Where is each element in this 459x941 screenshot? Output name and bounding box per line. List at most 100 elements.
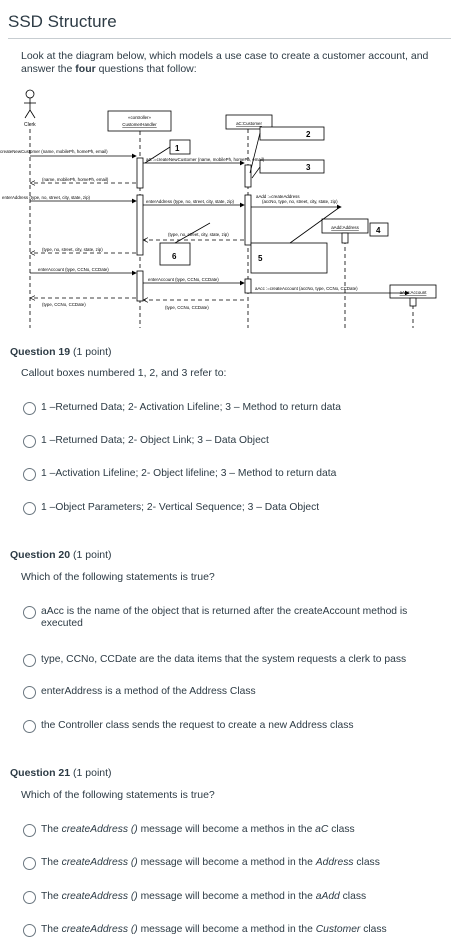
option-text: class: [360, 924, 387, 935]
question-21-heading: Question 21 (1 point): [10, 767, 112, 779]
q21-option-3[interactable]: The createAddress () message will become…: [23, 891, 443, 904]
callout-box-4: [369, 222, 389, 237]
actor-label: Clerk: [24, 122, 36, 128]
callout-number-5: 5: [258, 254, 263, 263]
option-text: The: [41, 857, 62, 868]
message-label: (type, CCNo, CCDate): [42, 302, 86, 307]
message-label: (type, CCNo, CCDate): [165, 305, 209, 310]
radio-button[interactable]: [23, 720, 36, 733]
option-text-italic: Address: [315, 857, 354, 868]
option-text-italic: aC: [315, 824, 329, 835]
radio-button[interactable]: [23, 654, 36, 667]
q19-option-1[interactable]: 1 –Returned Data; 2- Activation Lifeline…: [23, 402, 443, 415]
q21-option-4[interactable]: The createAddress () message will become…: [23, 924, 443, 937]
option-text: message will become a method in the: [137, 891, 316, 902]
intro-part: questions that follow:: [95, 63, 197, 75]
message-label: enterAccount (type, CCNo, CCDate): [38, 267, 109, 272]
q20-option-3[interactable]: enterAddress is a method of the Address …: [23, 686, 443, 699]
radio-button[interactable]: [23, 402, 36, 415]
option-text-italic: Customer: [315, 924, 361, 935]
radio-button[interactable]: [23, 924, 36, 937]
title-divider: [8, 38, 451, 39]
message-label: enterAddress (type, no, street, city, st…: [146, 199, 235, 204]
q20-option-1[interactable]: aAcc is the name of the object that is r…: [23, 606, 443, 630]
callout-box-2: [259, 126, 325, 141]
q19-option-3[interactable]: 1 –Activation Lifeline; 2- Object lifeli…: [23, 468, 443, 481]
message-label: enterAddress (type, no, street, city, st…: [2, 195, 91, 200]
question-number: Question 20: [10, 549, 71, 561]
option-label: 1 –Returned Data; 2- Object Link; 3 – Da…: [41, 435, 269, 446]
option-label: 1 –Activation Lifeline; 2- Object lifeli…: [41, 468, 337, 479]
radio-button[interactable]: [23, 686, 36, 699]
radio-button[interactable]: [23, 502, 36, 515]
option-text: The: [41, 824, 62, 835]
controller-name: CustomerHandler: [122, 122, 157, 127]
option-text: message will become a method in the: [137, 924, 316, 935]
message-label: (name, mobilePh, homePh, email): [42, 177, 109, 182]
callout-number-2: 2: [306, 130, 311, 139]
question-number: Question 19: [10, 346, 71, 358]
option-text-italic: aAdd: [315, 891, 340, 902]
q19-option-4[interactable]: 1 –Object Parameters; 2- Vertical Sequen…: [23, 502, 443, 515]
option-text: class: [339, 891, 367, 902]
callout-number-4: 4: [376, 226, 381, 235]
option-text-italic: createAddress (): [61, 891, 138, 902]
callout-number-6: 6: [172, 252, 177, 261]
question-19-text: Callout boxes numbered 1, 2, and 3 refer…: [21, 367, 227, 379]
option-text: class: [328, 824, 355, 835]
option-label: enterAddress is a method of the Address …: [41, 686, 256, 697]
option-label: The createAddress () message will become…: [41, 924, 443, 936]
radio-button[interactable]: [23, 435, 36, 448]
intro-bold: four: [75, 63, 96, 75]
sequence-diagram: Clerk «controller» CustomerHandler aC:Cu…: [0, 89, 437, 328]
option-label: 1 –Returned Data; 2- Activation Lifeline…: [41, 402, 341, 413]
radio-button[interactable]: [23, 606, 36, 619]
controller-box: [107, 110, 172, 132]
q21-option-1[interactable]: The createAddress () message will become…: [23, 824, 443, 837]
callout-number-1: 1: [175, 144, 180, 153]
radio-button[interactable]: [23, 468, 36, 481]
q19-option-2[interactable]: 1 –Returned Data; 2- Object Link; 3 – Da…: [23, 435, 443, 448]
actor-head: [25, 89, 35, 99]
q20-option-2[interactable]: type, CCNo, CCDate are the data items th…: [23, 654, 443, 667]
message-label: enterAccount (type, CCNo, CCDate): [148, 277, 219, 282]
message-label: (type, no, street, city, state, zip): [168, 232, 229, 237]
message-label: createNewCustomer (name, mobilePh, homeP…: [0, 149, 108, 154]
option-text: The: [41, 924, 62, 935]
option-text-italic: createAddress (): [61, 924, 138, 935]
radio-button[interactable]: [23, 857, 36, 870]
option-text: message will become a methos in the: [137, 824, 316, 835]
q20-option-4[interactable]: the Controller class sends the request t…: [23, 720, 443, 733]
option-label: The createAddress () message will become…: [41, 824, 443, 836]
option-label: 1 –Object Parameters; 2- Vertical Sequen…: [41, 502, 320, 513]
radio-button[interactable]: [23, 824, 36, 837]
message-label: aAdd :=createAddress: [256, 194, 300, 199]
callout-box-1: [169, 139, 191, 155]
question-points: (1 point): [73, 767, 112, 779]
option-label: the Controller class sends the request t…: [41, 720, 354, 731]
option-label: aAcc is the name of the object that is r…: [41, 606, 408, 629]
option-text-italic: createAddress (): [61, 824, 138, 835]
question-points: (1 point): [73, 346, 112, 358]
customer-object-label: aC:Customer: [236, 121, 262, 126]
question-20-heading: Question 20 (1 point): [10, 549, 112, 561]
intro-text: Look at the diagram below, which models …: [21, 50, 446, 76]
message-label: aAcc :=createAccount (accNo, type, CCNo,…: [255, 286, 358, 291]
option-label: The createAddress () message will become…: [41, 857, 443, 869]
message-label: (accNo, type, no, street, city, state, z…: [262, 199, 338, 204]
question-number: Question 21: [10, 767, 71, 779]
callout-box-3: [259, 159, 325, 174]
option-label: type, CCNo, CCDate are the data items th…: [41, 654, 407, 665]
radio-button[interactable]: [23, 891, 36, 904]
account-object-label: aAcc:Account: [400, 290, 428, 295]
option-text: class: [353, 857, 380, 868]
question-21-text: Which of the following statements is tru…: [21, 789, 215, 801]
intro-part: Look at the diagram below, which models …: [21, 50, 429, 75]
question-20-text: Which of the following statements is tru…: [21, 571, 215, 583]
page-title: SSD Structure: [8, 12, 117, 31]
question-19-heading: Question 19 (1 point): [10, 346, 112, 358]
message-label: (type, no, street, city, state, zip): [42, 247, 103, 252]
option-text: message will become a method in the: [137, 857, 316, 868]
q21-option-2[interactable]: The createAddress () message will become…: [23, 857, 443, 870]
option-text: The: [41, 891, 62, 902]
